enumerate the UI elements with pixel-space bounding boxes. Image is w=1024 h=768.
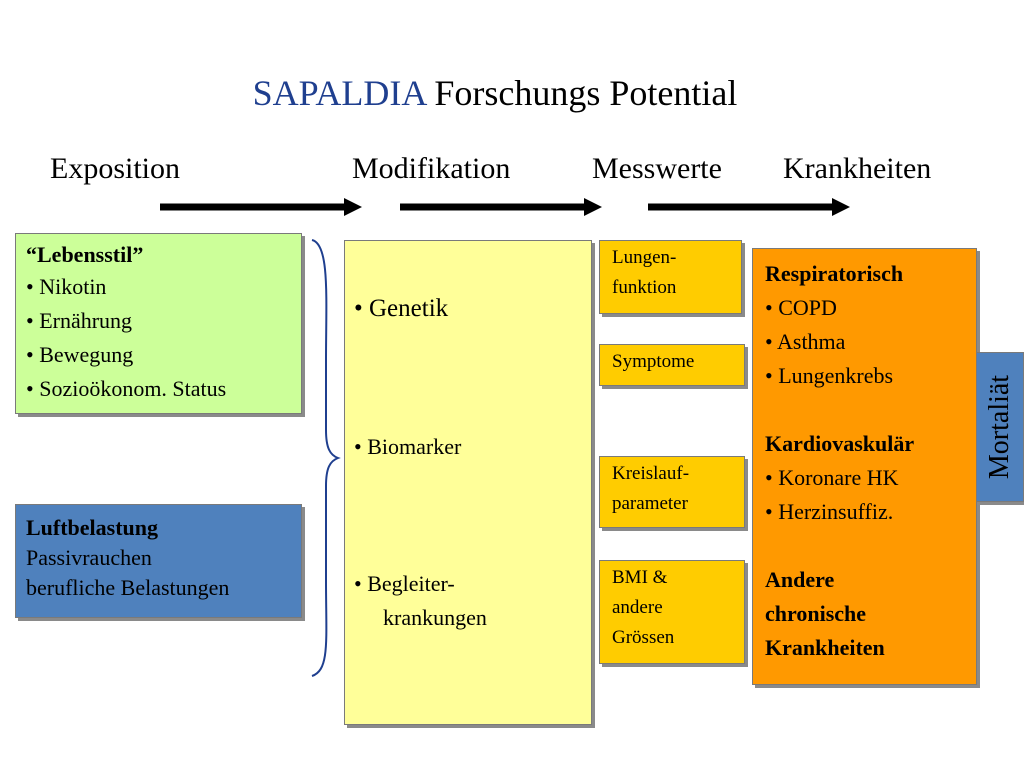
diseases-cardio-koronare: • Koronare HK <box>765 465 899 490</box>
lifestyle-heading: “Lebensstil” <box>26 242 144 267</box>
mod-item-krankungen: krankungen <box>383 605 487 630</box>
modification-box: • Genetik • Biomarker • Begleiter- krank… <box>344 240 592 725</box>
diseases-box: Respiratorisch • COPD • Asthma • Lungenk… <box>752 248 977 685</box>
measure-bmi-line-1: BMI & <box>612 567 668 588</box>
mod-item-begleiter: • Begleiter- <box>354 571 455 596</box>
measure-bmi-line-2: andere <box>612 597 663 618</box>
diseases-resp-copd: • COPD <box>765 295 837 320</box>
diseases-resp-heading: Respiratorisch <box>765 261 904 286</box>
measure-lungenfunktion: Lungen- funktion <box>599 240 742 314</box>
air-heading: Luftbelastung <box>26 515 159 540</box>
arrow-2 <box>400 198 602 216</box>
arrow-3 <box>648 198 850 216</box>
lifestyle-item-nikotin: • Nikotin <box>26 274 107 299</box>
mod-item-genetik: • Genetik <box>354 295 449 322</box>
lifestyle-item-bewegung: • Bewegung <box>26 342 134 367</box>
mortality-label: Mortaliät <box>984 374 1015 480</box>
diseases-other-heading-1: Andere <box>765 567 835 592</box>
measure-bmi-line-3: Grössen <box>612 627 675 648</box>
diseases-spacer-2 <box>765 529 964 563</box>
measure-kreislauf-line-2: parameter <box>612 493 688 514</box>
stage-krankheiten: Krankheiten <box>783 152 932 185</box>
title-rest: Forschungs Potential <box>425 73 738 113</box>
measure-lungenfunktion-line-2: funktion <box>612 277 677 298</box>
stage-messwerte: Messwerte <box>592 152 722 185</box>
lifestyle-item-status: • Sozioökonom. Status <box>26 376 227 401</box>
mortality-box: Mortaliät <box>976 352 1024 502</box>
measure-bmi: BMI & andere Grössen <box>599 560 745 664</box>
diseases-resp-asthma: • Asthma <box>765 329 846 354</box>
stage-modifikation: Modifikation <box>352 152 511 185</box>
diseases-resp-lungenkrebs: • Lungenkrebs <box>765 363 894 388</box>
diseases-other-heading-3: Krankheiten <box>765 635 885 660</box>
stage-exposition: Exposition <box>50 152 181 185</box>
measure-symptome: Symptome <box>599 344 745 386</box>
diseases-other-heading-2: chronische <box>765 601 867 626</box>
measure-kreislauf-line-1: Kreislauf- <box>612 463 690 484</box>
lifestyle-item-ernaehrung: • Ernährung <box>26 308 133 333</box>
arrow-1 <box>160 198 362 216</box>
mod-item-biomarker: • Biomarker <box>354 434 462 459</box>
diseases-spacer-1 <box>765 393 964 427</box>
air-item-passivrauchen: Passivrauchen <box>26 545 152 570</box>
title-accent: SAPALDIA <box>252 73 426 113</box>
measure-symptome-line-1: Symptome <box>612 351 695 372</box>
diseases-cardio-herzinsuffiz: • Herzinsuffiz. <box>765 499 894 524</box>
lifestyle-box: “Lebensstil” • Nikotin • Ernährung • Bew… <box>15 233 302 414</box>
measure-lungenfunktion-line-1: Lungen- <box>612 247 677 268</box>
page-title: SAPALDIA Forschungs Potential <box>0 72 990 114</box>
air-pollution-box: Luftbelastung Passivrauchen berufliche B… <box>15 504 302 618</box>
measure-kreislauf: Kreislauf- parameter <box>599 456 745 528</box>
diseases-cardio-heading: Kardiovaskulär <box>765 431 915 456</box>
air-item-beruflich: berufliche Belastungen <box>26 575 230 600</box>
